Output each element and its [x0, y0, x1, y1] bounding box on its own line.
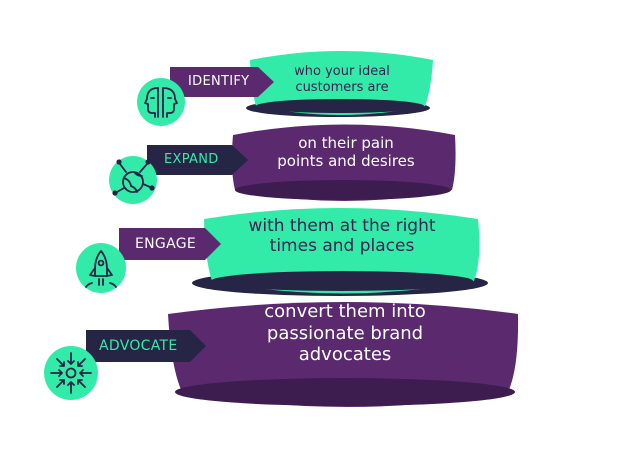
- tier-expand-line-2: points and desires: [277, 152, 415, 170]
- tag-advocate: [86, 330, 206, 362]
- tier-identify: [246, 51, 433, 117]
- tier-identify-line-1: who your ideal: [294, 64, 390, 79]
- tag-engage: [119, 228, 221, 260]
- tier-engage-line-2: times and places: [269, 236, 415, 257]
- tier-identify-band: [250, 51, 433, 115]
- tag-advocate-label: ADVOCATE: [99, 338, 178, 354]
- rocket-icon: [76, 243, 126, 293]
- tier-advocate: [168, 302, 519, 407]
- tier-advocate-base: [175, 378, 515, 406]
- tier-engage: [192, 208, 488, 296]
- tier-advocate-line-3: advocates: [298, 344, 392, 366]
- tier-engage-text: with them at the right times and places: [214, 216, 470, 257]
- tier-engage-band: [204, 208, 480, 294]
- tier-expand-line-1: on their pain: [298, 134, 394, 152]
- tag-expand: [147, 145, 248, 175]
- tier-expand-base: [235, 180, 451, 200]
- tier-expand: [231, 124, 456, 201]
- tier-identify-base: [256, 99, 424, 113]
- tier-advocate-text: convert them into passionate brand advoc…: [200, 301, 490, 366]
- connected-globe-icon: [109, 156, 157, 204]
- tier-engage-line-1: with them at the right: [248, 216, 436, 236]
- tier-expand-text: on their pain points and desires: [248, 134, 444, 170]
- tag-identify: [170, 67, 274, 97]
- tag-expand-label: EXPAND: [164, 152, 219, 167]
- tier-advocate-line-2: passionate brand: [266, 322, 424, 344]
- tier-engage-base: [211, 271, 473, 291]
- tier-advocate-line-1: convert them into: [264, 301, 426, 322]
- tag-identify-label: IDENTIFY: [188, 74, 250, 89]
- two-faces-icon: [137, 78, 185, 126]
- tag-engage-label: ENGAGE: [135, 236, 196, 252]
- tier-identify-line-2: customers are: [295, 79, 389, 95]
- converging-arrows-icon: [44, 346, 98, 400]
- tier-identify-text: who your ideal customers are: [262, 64, 422, 95]
